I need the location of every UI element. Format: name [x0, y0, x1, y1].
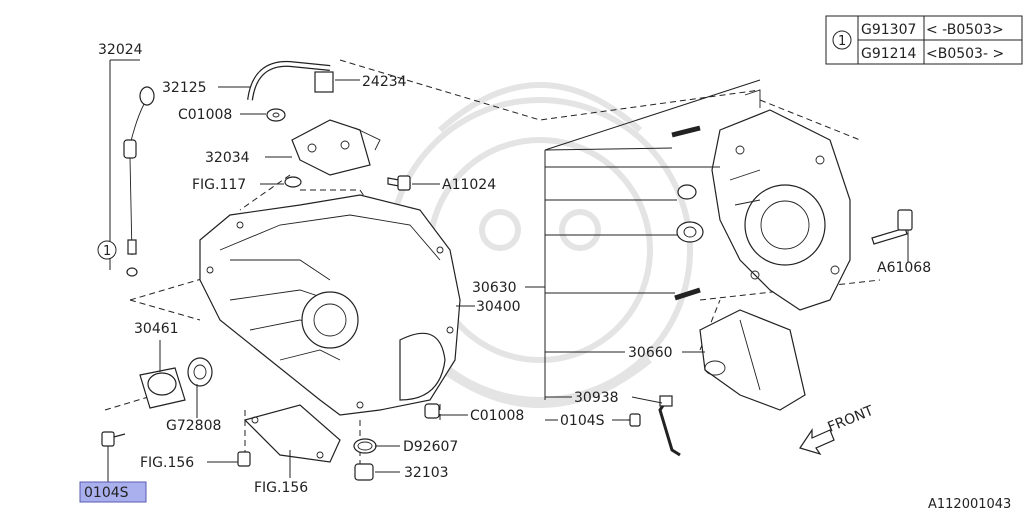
label-d92607: D92607 [403, 439, 458, 455]
gasket [353, 438, 377, 454]
label-0104s-right: 0104S [560, 413, 605, 429]
label-a61068: A61068 [877, 260, 931, 276]
label-g72808: G72808 [166, 418, 221, 434]
front-label: FRONT [826, 403, 877, 436]
label-32024: 32024 [98, 42, 143, 58]
bolt-left [101, 431, 126, 447]
label-24234: 24234 [362, 74, 407, 90]
callout-number: 1 [103, 244, 111, 259]
callout-1: 1 [97, 240, 117, 260]
label-32125: 32125 [162, 80, 207, 96]
watermark-emblem [387, 82, 693, 408]
label-fig117: FIG.117 [192, 177, 246, 193]
bolt-fig156 [237, 451, 251, 467]
bracket [291, 119, 381, 176]
label-30660: 30660 [628, 345, 673, 361]
label-30461: 30461 [134, 321, 179, 337]
bolt-a11024 [387, 175, 411, 191]
tube [658, 395, 681, 457]
plug [284, 176, 302, 188]
highlight-box [79, 481, 147, 503]
reference-table: 1 G91307 < -B0503> G91214 <B0503- > [825, 15, 1023, 65]
label-32103: 32103 [404, 465, 449, 481]
label-c01008-lower: C01008 [470, 408, 524, 424]
bolt-a61068 [871, 209, 913, 245]
extension-case [711, 89, 851, 311]
diagram-id: A112001043 [928, 497, 1011, 512]
pins-and-bearings [671, 125, 704, 301]
leader-lines [107, 79, 909, 482]
label-fig156-bolt: FIG.156 [140, 455, 194, 471]
breather-hose [247, 60, 334, 101]
washer-top [266, 108, 286, 122]
plate [243, 404, 341, 463]
label-30938: 30938 [574, 390, 619, 406]
label-30630: 30630 [472, 280, 517, 296]
table-range-1: < -B0503> [926, 22, 1004, 38]
table-part-2: G91214 [861, 46, 916, 62]
label-a11024: A11024 [442, 177, 496, 193]
washer-lower [424, 403, 440, 419]
transmission-case [199, 194, 461, 416]
drain-plug [354, 463, 374, 481]
table-range-2: <B0503- > [926, 46, 1004, 62]
table-marker: 1 [838, 34, 846, 49]
label-32034: 32034 [205, 150, 250, 166]
part-labels: 32024 32125 24234 C01008 32034 FIG.117 A… [98, 42, 931, 496]
side-cover [699, 309, 806, 411]
seal-assembly [139, 357, 213, 409]
label-c01008-top: C01008 [178, 107, 232, 123]
dipstick [109, 59, 155, 277]
table-part-1: G91307 [861, 22, 916, 38]
label-30400: 30400 [476, 299, 521, 315]
label-fig156-plate: FIG.156 [254, 480, 308, 496]
highlighted-part[interactable]: 0104S [79, 481, 147, 503]
label-0104s-highlight: 0104S [84, 485, 129, 501]
front-arrow: FRONT [799, 403, 877, 456]
